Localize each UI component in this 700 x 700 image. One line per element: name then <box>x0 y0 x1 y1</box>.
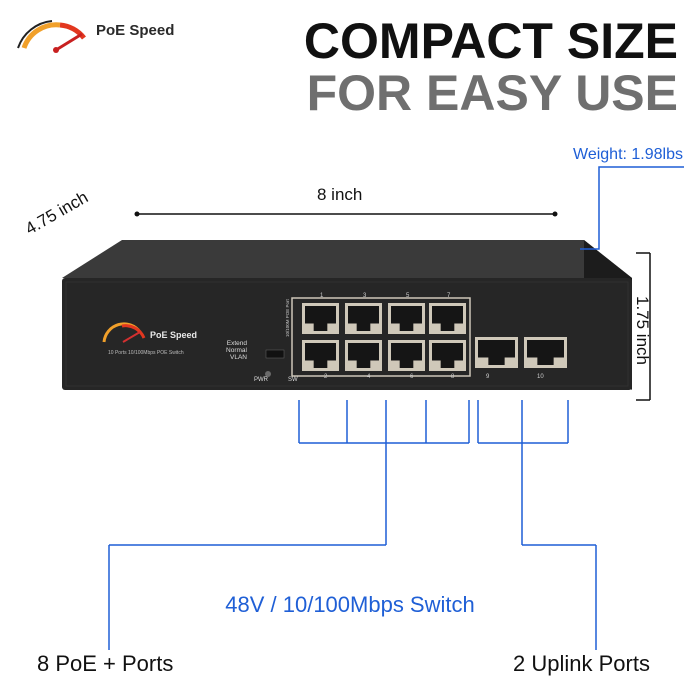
uplink-number: 10 <box>537 374 544 380</box>
port-number-bottom: 2 <box>324 374 328 380</box>
headline-line1: COMPACT SIZE <box>303 13 678 69</box>
switch-label-normal: Normal <box>226 347 248 354</box>
uplink-port <box>524 337 567 368</box>
port-number-bottom: 8 <box>451 374 455 380</box>
port-number-bottom: 4 <box>367 374 371 380</box>
brand-name: PoE Speed <box>96 22 175 39</box>
length-label: 8 inch <box>317 185 363 204</box>
uplink-port <box>475 337 518 368</box>
switch-label-vlan: VLAN <box>230 354 247 361</box>
weight-label: Weight: 1.98lbs <box>573 146 683 163</box>
uplink-number: 9 <box>486 374 490 380</box>
poe-port <box>429 340 466 371</box>
spec-text: 48V / 10/100Mbps Switch <box>225 592 475 617</box>
uplink-ports-callout: 2 Uplink Ports <box>513 651 650 676</box>
poe-port <box>388 303 425 334</box>
poe-port <box>345 303 382 334</box>
height-label: 1.75 inch <box>633 296 652 365</box>
speedometer-logo-icon <box>17 20 86 53</box>
headline-line2: FOR EASY USE <box>306 65 678 121</box>
poe-side-label: 10/100M POE Port <box>285 298 290 337</box>
poe-port <box>302 340 339 371</box>
poe-port <box>345 340 382 371</box>
port-number-top: 1 <box>320 293 324 299</box>
device-logo-text: PoE Speed <box>150 330 197 340</box>
port-number-top: 3 <box>363 293 367 299</box>
port-number-top: 5 <box>406 293 410 299</box>
poe-port <box>388 340 425 371</box>
switch-label-extend: Extend <box>227 340 248 347</box>
port-number-top: 7 <box>447 293 451 299</box>
switch-top-face <box>62 240 632 278</box>
poe-ports-callout: 8 PoE + Ports <box>37 651 174 676</box>
poe-port <box>302 303 339 334</box>
pwr-label: PWR <box>254 377 269 383</box>
device-model-text: 10 Ports 10/100Mbps POE Switch <box>108 350 184 356</box>
poe-port <box>429 303 466 334</box>
sw-label: SW <box>288 377 298 383</box>
port-number-bottom: 6 <box>410 374 414 380</box>
